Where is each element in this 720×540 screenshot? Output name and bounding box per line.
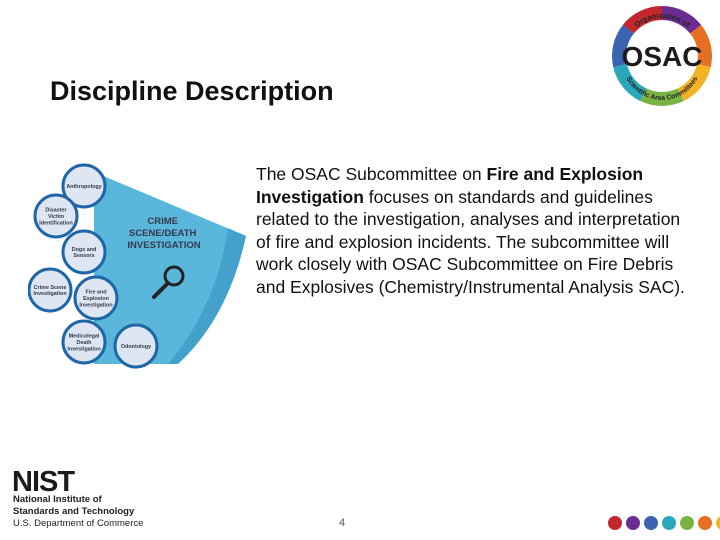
diagram-wedge-shade	[168, 228, 246, 364]
footer-dot	[698, 516, 712, 530]
diagram-node-label: Identification	[39, 220, 73, 226]
diagram-node: Anthropology	[61, 163, 107, 209]
footer-dot	[716, 516, 720, 530]
diagram-node-label: Sensors	[73, 253, 94, 259]
diagram-center-line3: INVESTIGATION	[127, 240, 200, 251]
osac-ring-segment	[677, 64, 711, 102]
crime-scene-diagram: CRIME SCENE/DEATH INVESTIGATION Anthropo…	[28, 163, 246, 369]
footer-dot	[608, 516, 622, 530]
osac-ring-segment	[662, 6, 702, 34]
diagram-node-label: Investigation	[79, 302, 112, 308]
body-paragraph: The OSAC Subcommittee on Fire and Explos…	[256, 163, 696, 299]
diagram-node-label: Victim	[48, 214, 64, 220]
diagram-node-label: Dogs and	[72, 247, 97, 253]
diagram-node-label: Crime Scene	[34, 285, 67, 291]
footer-dot	[626, 516, 640, 530]
osac-wordmark: OSAC	[622, 41, 703, 72]
diagram-node-label: Fire and	[86, 290, 107, 296]
nist-line-1: National Institute of	[13, 494, 102, 505]
body-prefix: The OSAC Subcommittee on	[256, 164, 487, 184]
osac-ring-segment	[613, 64, 647, 102]
diagram-node-label: Disaster	[45, 208, 67, 214]
nist-line-3: U.S. Department of Commerce	[13, 518, 144, 529]
diagram-node-label: Odontology	[121, 344, 151, 350]
diagram-center-line2: SCENE/DEATH	[129, 228, 197, 239]
diagram-node-label: Investigation	[67, 346, 100, 352]
magnifier-icon	[152, 265, 185, 299]
osac-ring-segment	[622, 5, 662, 34]
svg-text:CRIME SCENE/DEATH INVE: CRIME SCENE/DEATH INVESTIGATION	[127, 216, 200, 251]
svg-text:Odontology: Odontology	[121, 344, 151, 350]
footer-dot	[680, 516, 694, 530]
osac-ring-segment	[640, 88, 684, 106]
diagram-node-label: Investigation	[33, 291, 66, 297]
diagram-node-label: Explosion	[83, 296, 109, 302]
diagram-node: Odontology	[113, 323, 159, 369]
osac-ring-segment	[690, 24, 712, 68]
slide-title: Discipline Description	[50, 76, 334, 106]
footer-dots	[608, 516, 720, 530]
footer-dot	[644, 516, 658, 530]
svg-text:Anthropology: Anthropology	[66, 184, 101, 190]
diagram-node-label: Medicolegal	[69, 334, 100, 340]
body-bold-name: Fire and Explosion Investigation	[256, 164, 644, 207]
diagram-node-label: Anthropology	[66, 184, 101, 190]
osac-logo: Organization of Scientific Area Committe…	[612, 5, 712, 106]
nist-logo: NIST	[12, 468, 76, 498]
page-number: 4	[338, 517, 346, 529]
osac-ring-segment	[612, 24, 634, 68]
body-suffix: focuses on standards and guidelines rela…	[256, 186, 685, 297]
nist-wordmark: NIST	[12, 468, 75, 498]
nist-line-2: Standards and Technology	[13, 506, 135, 517]
diagram-node-label: Death	[77, 340, 92, 346]
diagram-center-line1: CRIME	[147, 216, 178, 227]
footer-dot	[662, 516, 676, 530]
